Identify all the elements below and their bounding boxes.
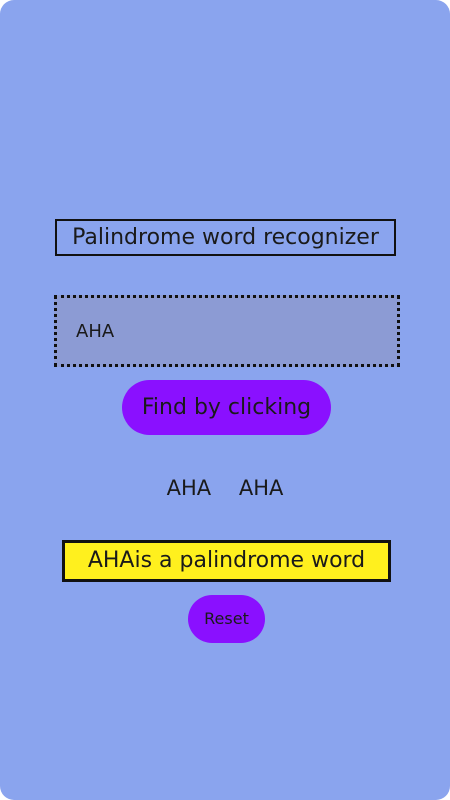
- original-word: AHA: [166, 476, 212, 500]
- result-message: AHAis a palindrome word: [62, 540, 391, 582]
- reset-button[interactable]: Reset: [188, 595, 265, 643]
- word-input-container: [54, 295, 400, 367]
- word-comparison: AHA AHA: [0, 472, 450, 504]
- word-input[interactable]: [57, 298, 397, 364]
- find-button[interactable]: Find by clicking: [122, 380, 331, 435]
- reversed-word: AHA: [238, 476, 284, 500]
- page-title: Palindrome word recognizer: [55, 219, 396, 256]
